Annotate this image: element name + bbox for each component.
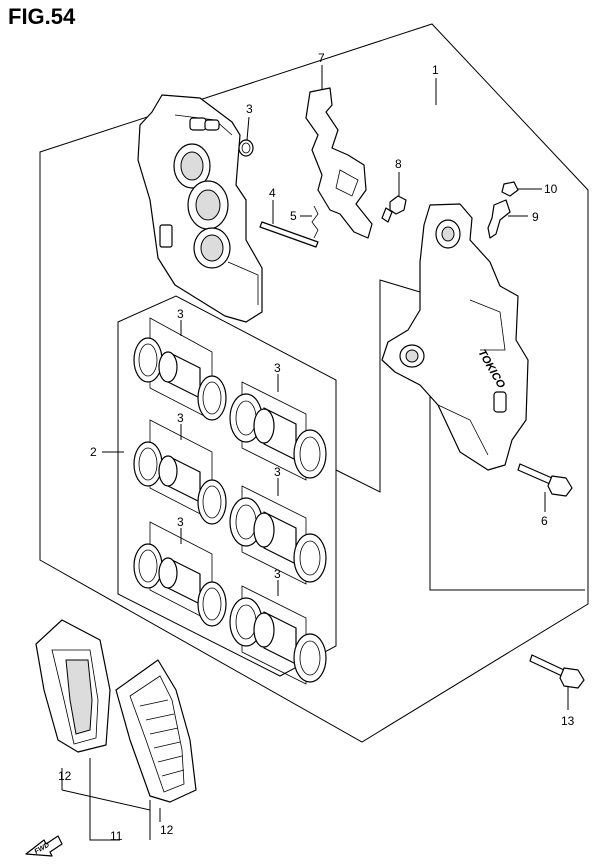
callout-2: 2 [90,445,97,459]
callout-11: 11 [110,829,123,843]
leader-11-base [89,808,120,841]
callout-3-set6: 3 [274,567,281,581]
forward-arrow-icon: FWD [25,835,63,857]
callout-13: 13 [561,714,575,728]
spring-bolt [381,195,407,223]
caliper-link-line [429,370,585,591]
callout-3-set4: 3 [274,465,281,479]
callout-3-set3: 3 [177,411,184,425]
piston-set-5 [133,521,227,627]
piston-set-2 [229,381,327,481]
brake-pad-right [115,659,197,803]
callout-5: 5 [290,209,297,223]
pin-clip [311,205,319,239]
pad-pin [259,221,319,248]
figure-title: FIG.54 [8,4,76,29]
piston-set-3 [133,419,227,525]
assembly-outline [39,23,589,743]
callout-12-right: 12 [160,823,174,837]
callout-9: 9 [532,210,539,224]
callout-4: 4 [269,186,276,200]
piston-set-6 [229,585,327,685]
callout-3-set2: 3 [274,361,281,375]
callout-6: 6 [541,514,548,528]
piston-set-1 [133,317,227,421]
caliper-mounting-bolt-13 [529,654,585,689]
brake-pad-left [35,619,111,753]
pad-spring [305,87,373,239]
caliper-mounting-bolt-6 [517,463,573,497]
callout-3-top: 3 [246,102,253,116]
leader-11-bracket-left [61,789,151,840]
callout-8: 8 [395,157,402,171]
caliper-inner-half [137,94,263,323]
bleeder-screw [487,199,511,239]
group-link-line [335,279,431,493]
callout-10: 10 [544,182,558,196]
piston-group-outline [117,295,337,677]
leader-3-top [246,116,250,141]
caliper-outer-half [381,203,529,471]
callout-3-set5: 3 [177,515,184,529]
piston-set-4 [229,485,327,585]
callout-12-left: 12 [58,769,72,783]
seal-ring-small [238,139,254,157]
callout-3-set1: 3 [177,307,184,321]
callout-7: 7 [318,51,325,65]
bleeder-cap [501,181,519,197]
callout-1: 1 [432,63,439,77]
